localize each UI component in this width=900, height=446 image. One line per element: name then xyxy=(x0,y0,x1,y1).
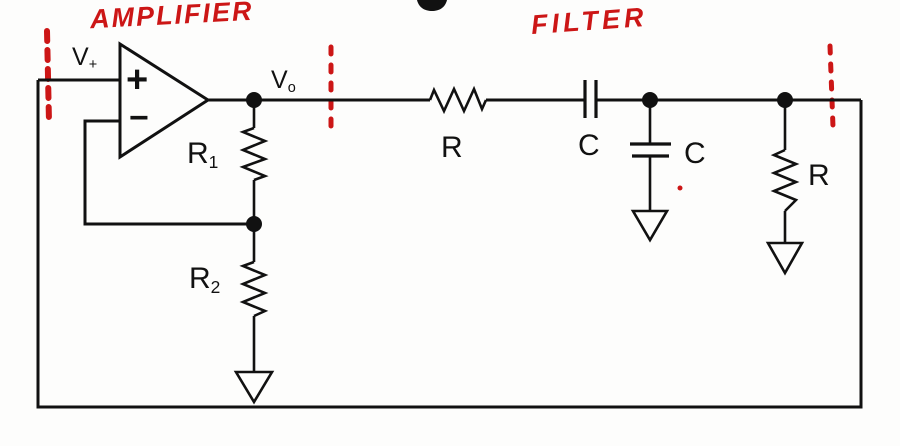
series-capacitor-c xyxy=(583,80,598,118)
junction-dot-shunt-r xyxy=(777,92,793,108)
resistor-r1 xyxy=(239,100,269,224)
v-plus-base: V xyxy=(72,43,89,71)
ground-symbol-amplifier xyxy=(233,370,275,405)
label-r1: R1 xyxy=(187,139,218,171)
r2-base: R xyxy=(189,262,211,295)
r1-base: R xyxy=(187,137,209,170)
label-r2: R2 xyxy=(189,264,220,296)
opamp-plus-sign: + xyxy=(126,59,149,101)
v-plus-subscript: + xyxy=(88,57,98,74)
shunt-capacitor-c xyxy=(630,100,671,211)
shunt-resistor-r xyxy=(770,100,800,243)
feedback-wire xyxy=(83,119,254,226)
label-shunt-c: C xyxy=(684,137,706,170)
r1-subscript: 1 xyxy=(208,151,219,172)
v-out-base: V xyxy=(271,66,288,94)
junction-dot-vout xyxy=(246,92,262,108)
opamp-symbol xyxy=(118,41,211,160)
boundary-dash-right xyxy=(827,43,836,130)
junction-dot-feedback xyxy=(246,216,262,232)
partial-letter-top xyxy=(417,0,447,11)
stray-red-dot xyxy=(677,185,683,191)
r2-subscript: 2 xyxy=(210,276,221,297)
v-out-subscript: o xyxy=(287,80,296,97)
junction-dot-shunt-c xyxy=(642,92,658,108)
label-v-plus: V+ xyxy=(72,45,97,73)
series-resistor-r xyxy=(428,85,488,115)
outer-loop-wire xyxy=(36,80,863,409)
label-v-out: Vo xyxy=(271,68,296,96)
ground-symbol-filter-c xyxy=(630,209,670,243)
resistor-r2 xyxy=(239,224,269,372)
opamp-minus-sign: − xyxy=(129,99,149,137)
ground-symbol-filter-r xyxy=(765,241,805,276)
label-series-c: C xyxy=(578,129,600,162)
label-series-r: R xyxy=(441,131,463,164)
boundary-dash-left xyxy=(44,28,52,125)
label-shunt-r: R xyxy=(808,159,830,192)
